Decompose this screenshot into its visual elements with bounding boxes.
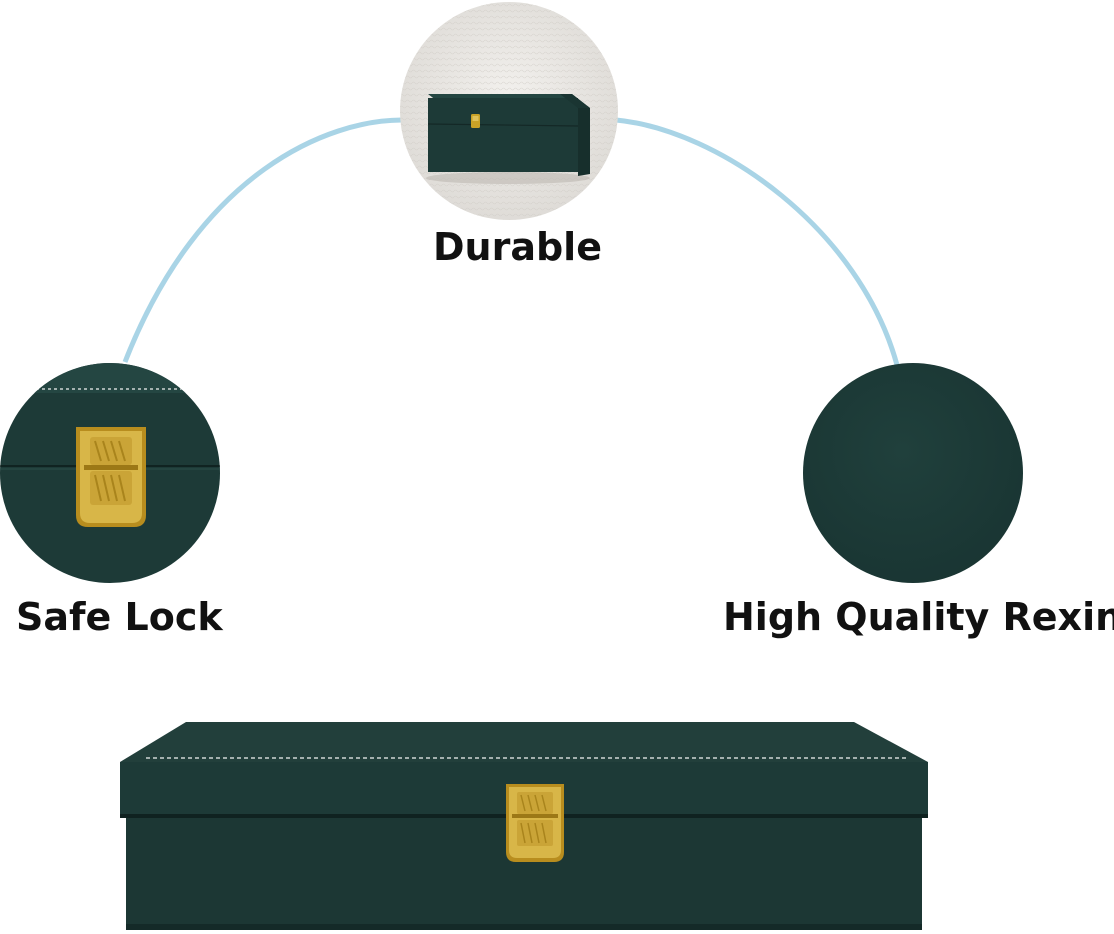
durable-label: Durable [433, 225, 602, 269]
high-quality-rexine-label: High Quality Rexine [723, 595, 1114, 639]
safe-lock-photo [0, 363, 220, 583]
main-product-box [116, 718, 932, 934]
rexine-texture-photo [803, 363, 1023, 583]
safe-lock-label: Safe Lock [16, 595, 223, 639]
durable-photo [400, 2, 618, 220]
